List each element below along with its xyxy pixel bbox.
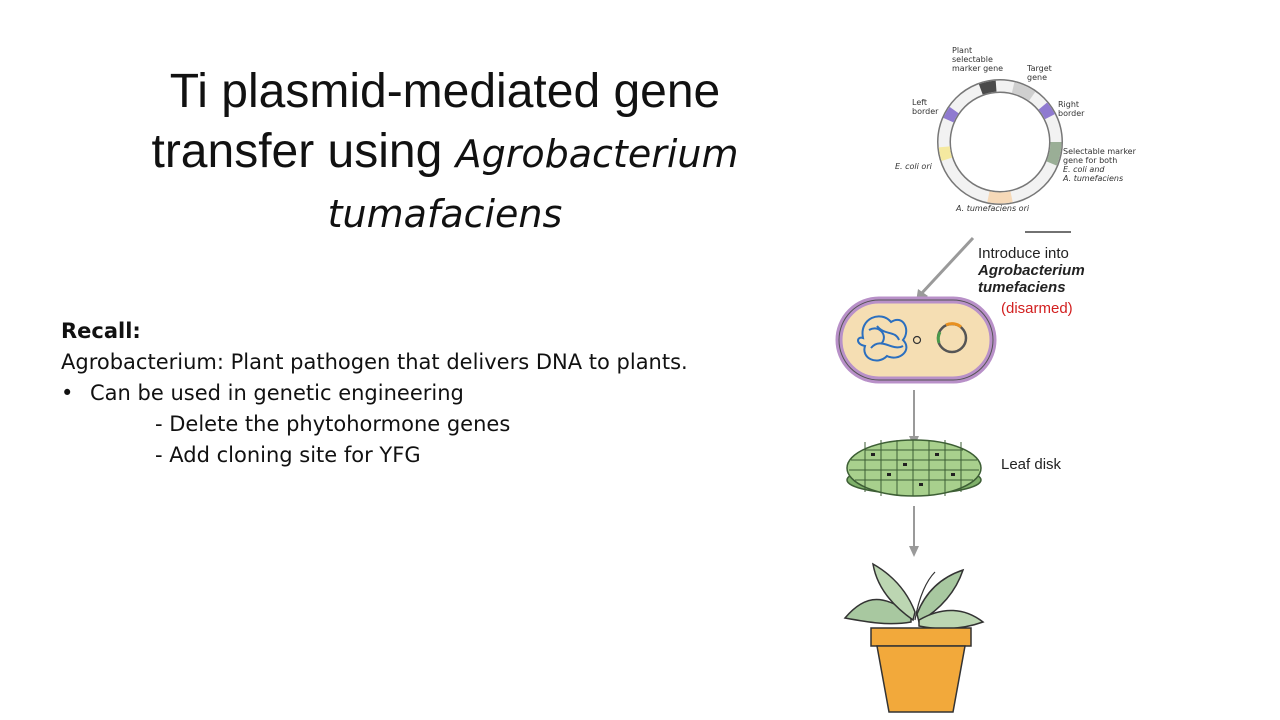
label-atum-ori: A. tumefaciens ori [956, 204, 1030, 213]
label-ecoli-ori: E. coli ori [895, 162, 932, 171]
label-selectable-marker-3: E. coli and [1063, 165, 1105, 174]
label-target-gene: Target gene [1027, 64, 1052, 82]
label-selectable-marker-4: A. tumefaciens [1063, 174, 1124, 183]
label-selectable-marker-1: Selectable marker [1063, 147, 1136, 156]
title-line-2-italic: Agrobacterium [455, 132, 739, 176]
bullet-text: Can be used in genetic engineering [90, 381, 464, 405]
label-left-border: Left border [912, 98, 939, 116]
step-leaf-disk: Leaf disk [1001, 456, 1062, 473]
potted-plant [843, 562, 985, 713]
diagram-graphics [835, 79, 1071, 713]
bullet-dot-icon: • [61, 381, 74, 405]
selectable-marker-segment [1046, 141, 1062, 166]
ecoli-ori-segment [938, 146, 953, 161]
label-plant-marker: Plant selectable marker gene [952, 46, 1004, 73]
title-line-1: Ti plasmid-mediated gene [169, 65, 721, 118]
left-border-segment [943, 106, 959, 123]
step-introduce-note: (disarmed) [1001, 300, 1073, 317]
arrows [909, 236, 975, 557]
atum-ori-segment [987, 191, 1013, 204]
slide-title: Ti plasmid-mediated gene transfer using … [60, 62, 830, 244]
bacterium [835, 296, 997, 384]
title-line-2-plain: transfer using [151, 125, 443, 178]
title-line-2: transfer using Agrobacterium [60, 122, 830, 184]
chromosome-tangle [857, 315, 908, 362]
label-selectable-marker-2: gene for both [1063, 156, 1118, 165]
sub-item-1: - Delete the phytohormone genes [155, 412, 511, 436]
recall-heading: Recall: [61, 319, 141, 343]
step-introduce-line-1: Introduce into [978, 245, 1069, 262]
sub-item-2: - Add cloning site for YFG [155, 443, 421, 467]
bullet-item: • Can be used in genetic engineering [61, 378, 761, 409]
label-right-border: Right border [1058, 100, 1085, 118]
plasmid-map [937, 79, 1071, 233]
target-gene-segment [1011, 82, 1036, 101]
step-introduce-line-3: tumefaciens [978, 279, 1066, 296]
title-line-3: tumafaciens [327, 192, 563, 236]
leaf-disk [846, 439, 982, 497]
right-border-segment [1038, 102, 1055, 120]
agrobacterium-diagram: Plant selectable marker gene Target gene… [815, 40, 1195, 720]
step-introduce-line-2: Agrobacterium [978, 262, 1085, 279]
plant-marker-segment [978, 80, 997, 95]
recall-paragraph: Agrobacterium: Plant pathogen that deliv… [61, 350, 688, 374]
slide-body: Recall: Agrobacterium: Plant pathogen th… [61, 316, 761, 471]
